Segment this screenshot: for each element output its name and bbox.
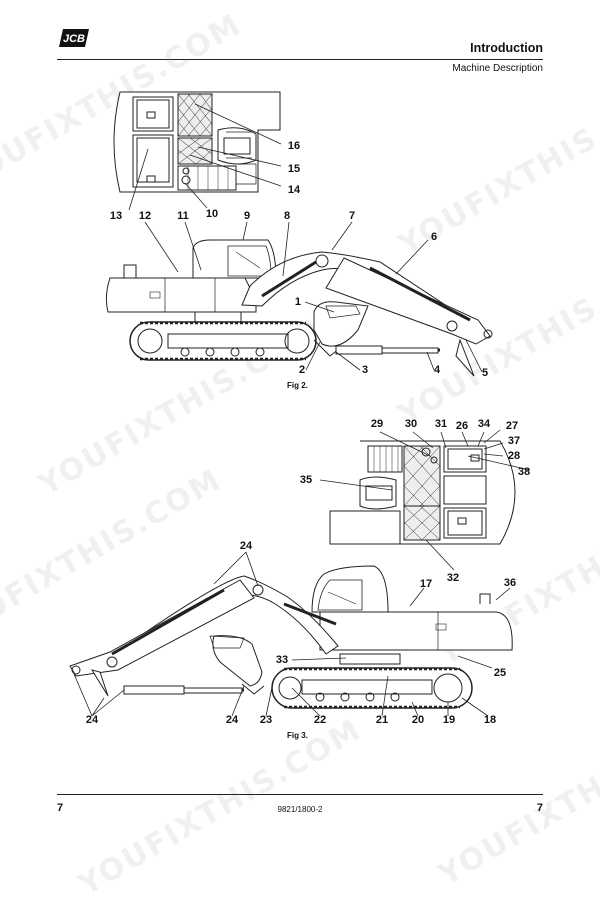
callout: 6 [431,231,437,243]
callout: 24 [86,714,99,726]
callout: 10 [206,208,218,220]
footer-divider [57,794,543,795]
callout: 5 [482,367,488,379]
page-title: Introduction [470,41,543,55]
callout: 17 [420,578,432,590]
callout: 3 [362,364,368,376]
figure-caption-2: Fig 2. [287,381,308,390]
fig2-leaders [128,103,483,373]
callout: 16 [288,140,300,152]
callout: 35 [300,474,312,486]
callout: 30 [405,418,417,430]
callout: 23 [260,714,272,726]
callout: 8 [284,210,290,222]
fig2-callouts: 1 2 3 4 5 6 7 8 9 10 11 12 13 14 15 16 [110,140,488,379]
callout: 2 [299,364,305,376]
callout: 37 [508,435,520,447]
figure-caption-3: Fig 3. [287,731,308,740]
callout: 36 [504,577,516,589]
fig3-callouts: 17 18 19 20 21 22 23 24 24 24 24 25 26 2… [86,418,530,726]
callout: 25 [494,667,506,679]
callout: 29 [371,418,383,430]
callout: 14 [288,184,301,196]
page-number-right: 7 [536,802,543,814]
page-subtitle: Machine Description [452,63,543,74]
fig3-excavator-side [69,565,513,709]
callout: 32 [447,572,459,584]
callout: 1 [295,296,301,308]
callout: 24 [240,540,253,552]
fig2-excavator-side [105,239,493,377]
fig3-leaders [73,429,531,717]
callout: 22 [314,714,326,726]
callout: 28 [508,450,520,462]
callout: 19 [443,714,455,726]
callout: 11 [177,210,189,222]
callout: 9 [244,210,250,222]
page-number-left: 7 [57,802,64,814]
jcb-logo: JCB [59,29,89,47]
callout: 27 [506,420,518,432]
callout: 21 [376,714,388,726]
callout: 15 [288,163,300,175]
callout: 31 [435,418,447,430]
callout: 7 [349,210,355,222]
fig2-plan-view [113,91,281,193]
fig3-plan-view [329,440,516,545]
callout: 18 [484,714,496,726]
callout: 4 [434,364,441,376]
callout: 12 [139,210,151,222]
logo-text: JCB [63,33,85,45]
callout: 13 [110,210,122,222]
callout: 26 [456,420,468,432]
header-divider [57,59,543,60]
callout: 34 [478,418,491,430]
document-code: 9821/1800-2 [277,805,323,814]
figures: 1 2 3 4 5 6 7 8 9 10 11 12 13 14 15 16 1… [69,91,531,726]
callout: 20 [412,714,424,726]
callout: 24 [226,714,239,726]
callout: 38 [518,466,530,478]
callout: 33 [276,654,288,666]
